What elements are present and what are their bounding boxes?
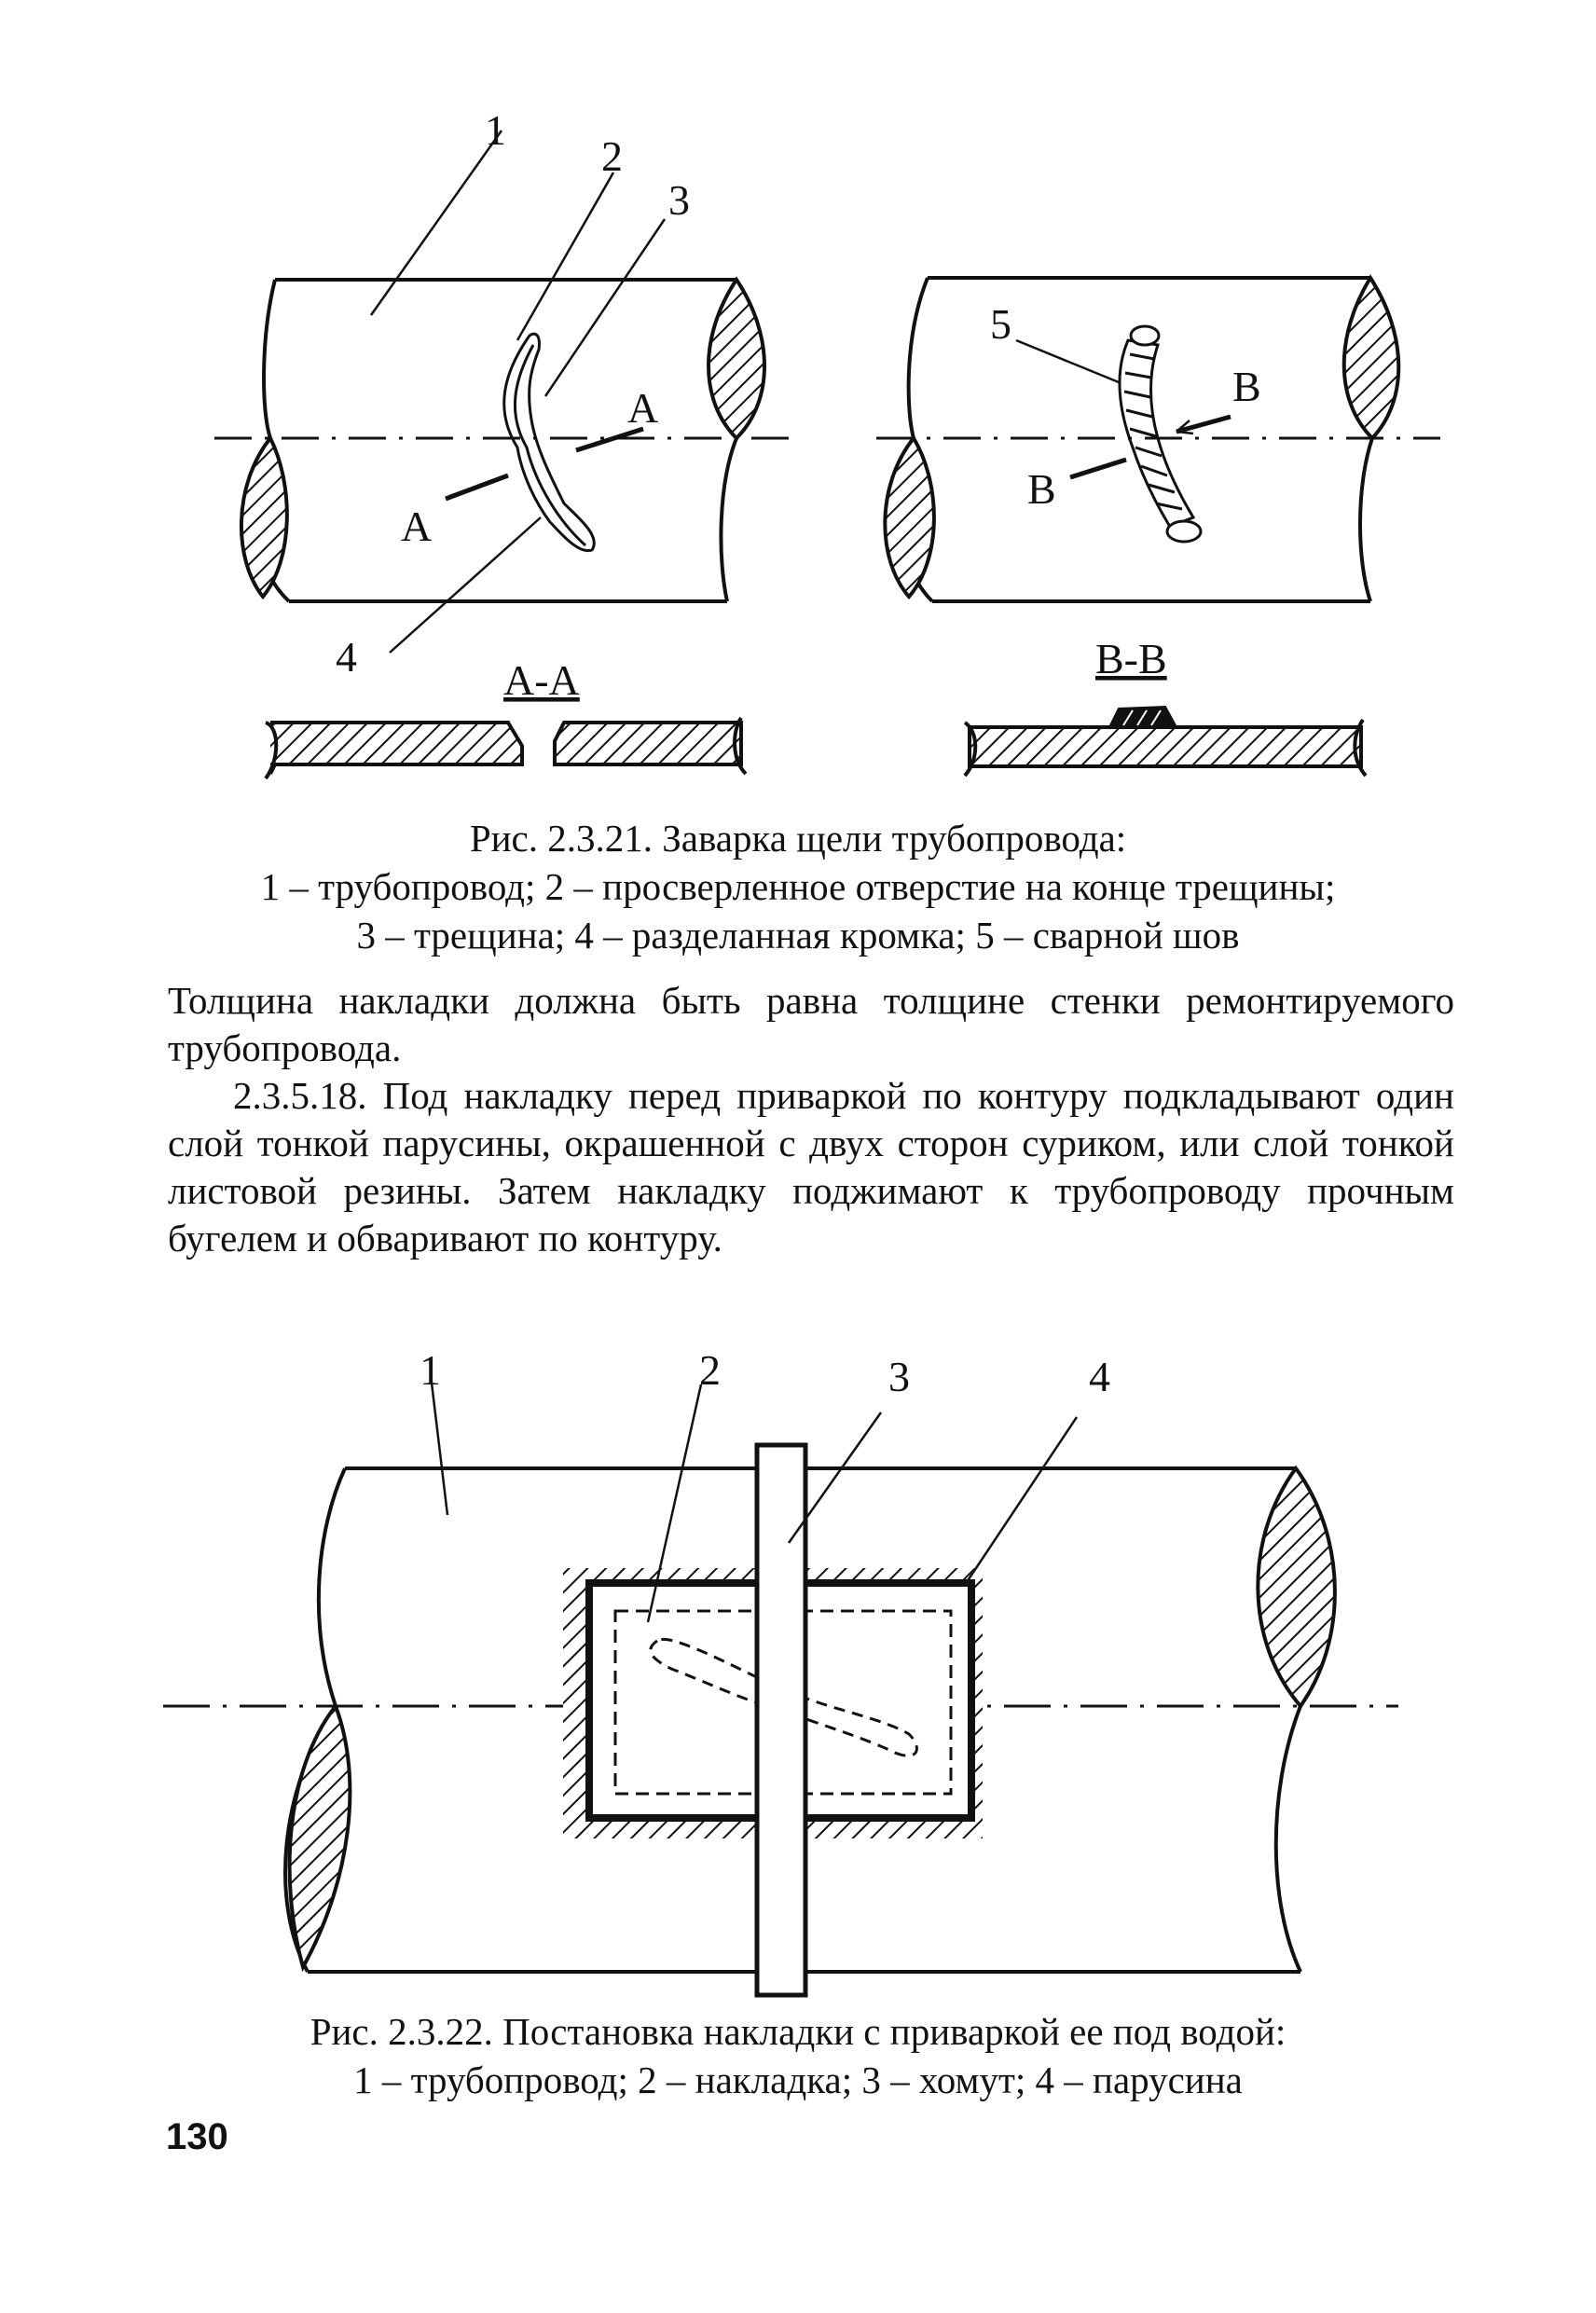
fig1-label-b-lower: B: [1027, 465, 1056, 513]
fig1-label-5: 5: [990, 300, 1011, 348]
paragraph: 2.3.5.18. Под накладку перед приваркой п…: [168, 1074, 1454, 1260]
section-aa-title: A-A: [503, 656, 580, 704]
right-pipe-drawing: [883, 274, 1401, 603]
paragraph: Толщина накладки должна быть равна толщи…: [168, 979, 1454, 1069]
body-text: Толщина накладки должна быть равна толщи…: [168, 977, 1454, 1262]
section-bb-drawing: [963, 705, 1368, 778]
right-leaders: [1015, 338, 1231, 480]
page-number: 130: [166, 2116, 228, 2157]
fig2-label-4: 4: [1089, 1353, 1110, 1400]
clamp: [754, 1442, 808, 1998]
caption-line: Рис. 2.3.22. Постановка накладки с прива…: [310, 2010, 1286, 2053]
figure-2-3-21-caption: Рис. 2.3.21. Заварка щели трубопровода: …: [0, 814, 1596, 959]
fig2-label-1: 1: [420, 1346, 441, 1394]
pipe-drawing: [283, 1465, 1337, 1974]
fig2-leaders: [429, 1374, 1079, 1623]
caption-line: 1 – трубопровод; 2 – накладка; 3 – хомут…: [353, 2058, 1243, 2101]
caption-line: 1 – трубопровод; 2 – просверленное отвер…: [260, 865, 1336, 908]
left-pipe-drawing: [240, 276, 766, 603]
fig1-label-a-upper: A: [627, 384, 658, 432]
crack-outline: [649, 1637, 918, 1757]
fig2-label-3: 3: [888, 1353, 910, 1400]
caption-line: 3 – трещина; 4 – разделанная кромка; 5 –…: [356, 914, 1240, 957]
left-leaders: [369, 130, 667, 654]
section-bb-title: B-B: [1095, 635, 1167, 682]
fig1-label-3: 3: [668, 176, 690, 224]
fig1-label-a-lower: A: [401, 503, 432, 550]
weld-seam: [1118, 324, 1203, 544]
fig2-label-2: 2: [699, 1346, 721, 1394]
fig1-label-2: 2: [601, 132, 623, 180]
fig1-label-4: 4: [336, 633, 357, 681]
fig1-label-b-upper: B: [1232, 363, 1261, 410]
caption-line: Рис. 2.3.21. Заварка щели трубопровода:: [469, 817, 1127, 860]
figure-2-3-22-caption: Рис. 2.3.22. Постановка накладки с прива…: [0, 2007, 1596, 2104]
fig1-label-1: 1: [485, 106, 506, 154]
figure-2-3-22: 1 2 3 4: [163, 1346, 1398, 1998]
figure-2-3-21: 1 2 3 4 A A: [214, 106, 1440, 780]
section-aa-drawing: [264, 716, 748, 780]
